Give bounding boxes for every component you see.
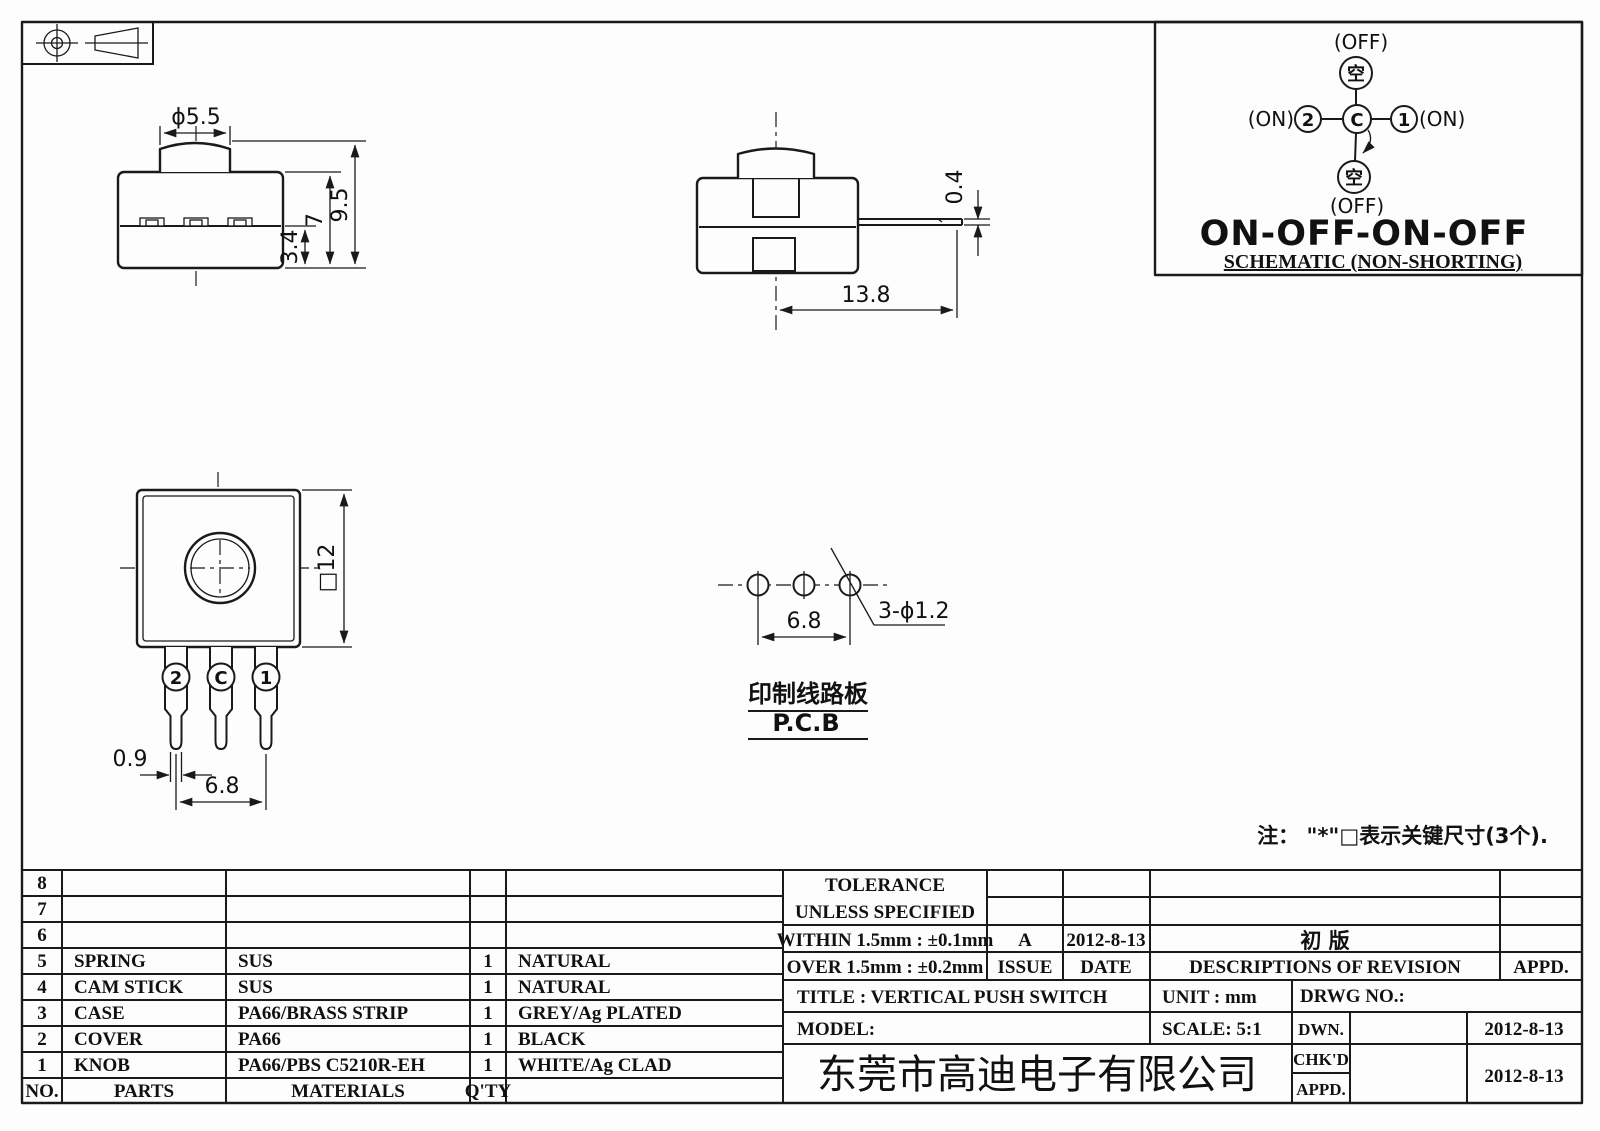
revision-description: 初 版 [1300, 929, 1349, 953]
pcb-label-cn: 印制线路板 [748, 680, 869, 708]
model: MODEL: [797, 1019, 875, 1040]
row-no: 7 [37, 899, 47, 920]
schematic-caption: SCHEMATIC (NON-SHORTING) [1224, 251, 1522, 273]
schematic-off-top: (OFF) [1334, 30, 1388, 54]
revision-date-value: 2012-8-13 [1066, 930, 1145, 951]
row-finish: NATURAL [518, 977, 611, 998]
pin-label-1: 1 [260, 668, 273, 689]
row-no: 1 [37, 1055, 47, 1076]
row-material: PA66/PBS C5210R-EH [238, 1055, 425, 1076]
dim-lever-thickness: 0.4 [943, 170, 968, 205]
schematic-pole-2: 2 [1302, 110, 1315, 131]
row-finish: NATURAL [518, 951, 611, 972]
dim-pin-width: 0.9 [113, 747, 148, 772]
projection-cone-icon [85, 27, 148, 59]
tolerance-within: WITHIN 1.5mm : ±0.1mm [777, 930, 994, 951]
bottom-view: □12 2 C 1 0.9 6.8 [113, 472, 352, 810]
schematic-off-bottom: (OFF) [1330, 194, 1384, 218]
tolerance-over: OVER 1.5mm : ±0.2mm [787, 957, 984, 978]
schematic-empty-top: 空 [1347, 63, 1365, 85]
schematic-empty-bottom: 空 [1345, 167, 1363, 189]
dwn-label: DWN. [1298, 1020, 1344, 1039]
chkd-label: CHK'D [1293, 1050, 1349, 1069]
row-qty: 1 [483, 977, 493, 998]
table-grid [22, 869, 1582, 1103]
dwn-date: 2012-8-13 [1484, 1019, 1563, 1040]
schematic-function: ON-OFF-ON-OFF [1200, 214, 1529, 254]
row-part: CAM STICK [74, 977, 183, 998]
dim-body-square: □12 [315, 544, 340, 593]
projection-circle-icon [36, 24, 78, 62]
row-no: 3 [37, 1003, 47, 1024]
row-no: 8 [37, 873, 47, 894]
row-part: KNOB [74, 1055, 130, 1076]
row-qty: 1 [483, 951, 493, 972]
pins [164, 647, 278, 751]
lever-arm [858, 218, 963, 226]
appd-label: APPD. [1296, 1080, 1346, 1099]
key-dimension-note: 注： "*"□表示关键尺寸(3个). [1257, 824, 1548, 848]
dim-lever-length: 13.8 [842, 283, 891, 308]
dim-knob-diameter: ϕ5.5 [171, 105, 221, 130]
revision-date-label: DATE [1080, 957, 1131, 978]
row-material: SUS [238, 951, 273, 972]
dim-hole-pitch: 6.8 [787, 609, 822, 634]
page-border [20, 20, 1584, 1105]
row-part: COVER [74, 1029, 143, 1050]
pcb-view: 3-ϕ1.2 6.8 印制线路板 P.C.B [718, 547, 949, 740]
contact-bumps [139, 217, 253, 227]
appd-header: APPD. [1513, 957, 1568, 978]
company-name: 东莞市高迪电子有限公司 [817, 1052, 1257, 1098]
header-parts: PARTS [114, 1081, 174, 1102]
header-qty: Q'TY [465, 1081, 512, 1102]
pin-label-2: 2 [170, 668, 183, 689]
front-view: ϕ5.5 3.4 7 9.5 [116, 105, 366, 290]
dim-pin-pitch: 6.8 [205, 774, 240, 799]
schematic-pole-c: C [1350, 110, 1363, 131]
pcb-label-en: P.C.B [772, 709, 839, 737]
schematic-box: (OFF) 空 C 2 1 (ON) (ON) 空 (OFF) ON-OFF-O… [1153, 20, 1584, 277]
scale: SCALE: 5:1 [1162, 1019, 1262, 1040]
revision-block: TOLERANCE UNLESS SPECIFIED WITHIN 1.5mm … [777, 875, 1569, 978]
header-materials: MATERIALS [291, 1081, 405, 1102]
row-no: 4 [37, 977, 47, 998]
schematic-pole-1: 1 [1398, 110, 1411, 131]
issue-label: ISSUE [998, 957, 1053, 978]
row-finish: BLACK [518, 1029, 586, 1050]
dim-holes: 3-ϕ1.2 [878, 599, 949, 624]
schematic-on-left: (ON) [1248, 107, 1294, 131]
tolerance-subtitle: UNLESS SPECIFIED [795, 902, 975, 923]
chkd-date: 2012-8-13 [1484, 1066, 1563, 1087]
row-finish: WHITE/Ag CLAD [518, 1055, 672, 1076]
drawing-title: TITLE : VERTICAL PUSH SWITCH [797, 987, 1108, 1008]
row-no: 2 [37, 1029, 47, 1050]
row-part: CASE [74, 1003, 125, 1024]
row-part: SPRING [74, 951, 146, 972]
pin-label-c: C [214, 668, 227, 689]
row-no: 6 [37, 925, 47, 946]
title-block: TITLE : VERTICAL PUSH SWITCH UNIT : mm D… [797, 986, 1564, 1099]
drwg-no: DRWG NO.: [1300, 986, 1405, 1007]
row-material: PA66/BRASS STRIP [238, 1003, 409, 1024]
dim-body-height: 7 [303, 213, 328, 227]
row-qty: 1 [483, 1055, 493, 1076]
dim-contact-height: 3.4 [278, 230, 303, 265]
row-finish: GREY/Ag PLATED [518, 1003, 682, 1024]
parts-table: 8 7 6 5 SPRING SUS 1 NATURAL 4 CAM STICK… [25, 873, 681, 1102]
schematic-on-right: (ON) [1419, 107, 1465, 131]
row-no: 5 [37, 951, 47, 972]
pin-labels: 2 C 1 [161, 662, 281, 692]
unit: UNIT : mm [1162, 987, 1257, 1008]
row-material: SUS [238, 977, 273, 998]
revision-header: DESCRIPTIONS OF REVISION [1189, 957, 1461, 978]
header-no: NO. [25, 1081, 58, 1102]
row-material: PA66 [238, 1029, 281, 1050]
row-qty: 1 [483, 1029, 493, 1050]
tolerance-title: TOLERANCE [825, 875, 945, 896]
issue-value: A [1018, 930, 1032, 951]
dim-total-height: 9.5 [328, 188, 353, 223]
projection-symbol [21, 21, 154, 65]
row-qty: 1 [483, 1003, 493, 1024]
side-view: 0.4 13.8 [695, 112, 990, 332]
